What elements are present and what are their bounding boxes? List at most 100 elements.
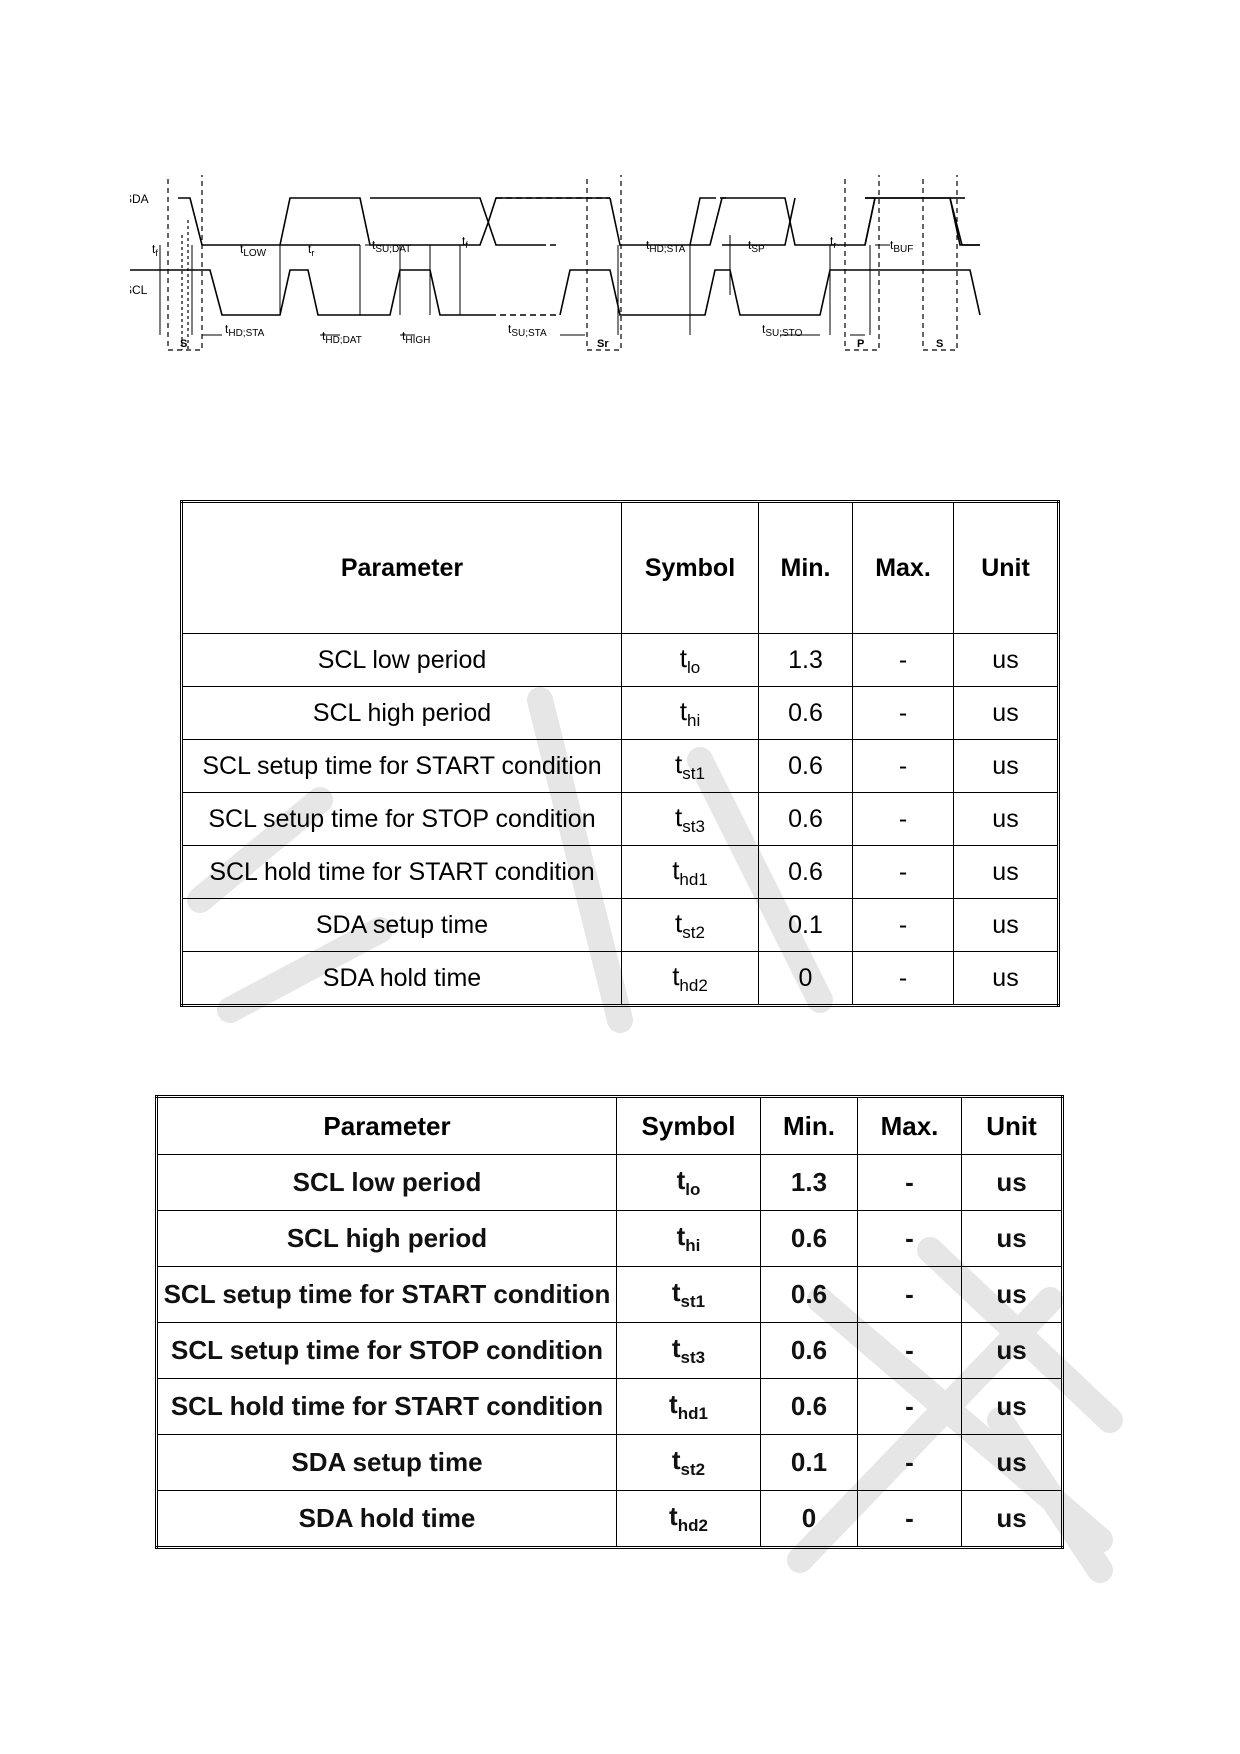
- min-cell: 0.6: [760, 1210, 858, 1267]
- symbol-cell: thd1: [616, 1378, 761, 1435]
- min-cell: 0.6: [760, 1266, 858, 1323]
- unit-cell: us: [953, 792, 1059, 846]
- timing-table-1: Parameter Symbol Min. Max. Unit SCL low …: [180, 500, 1060, 1007]
- symbol-subscript: lo: [687, 657, 701, 677]
- unit-cell: us: [961, 1322, 1063, 1379]
- symbol-subscript: st3: [680, 1348, 706, 1367]
- symbol-subscript: st3: [682, 816, 705, 836]
- min-cell: 0: [758, 951, 853, 1006]
- symbol-cell: thd1: [621, 845, 759, 899]
- header-symbol: Symbol: [616, 1096, 761, 1155]
- symbol-base: t: [675, 801, 683, 832]
- min-cell: 0.6: [758, 792, 853, 846]
- header-min: Min.: [758, 501, 853, 634]
- unit-cell: us: [953, 951, 1059, 1006]
- max-cell: -: [857, 1490, 962, 1548]
- parameter-cell: SCL hold time for START condition: [156, 1378, 617, 1435]
- svg-text:tf: tf: [462, 234, 468, 250]
- unit-cell: us: [961, 1210, 1063, 1267]
- max-cell: -: [852, 792, 954, 846]
- header-unit: Unit: [961, 1096, 1063, 1155]
- symbol-base: t: [672, 960, 680, 991]
- symbol-subscript: hd2: [679, 975, 708, 995]
- unit-cell: us: [953, 845, 1059, 899]
- max-cell: -: [852, 686, 954, 740]
- parameter-cell: SCL hold time for START condition: [181, 845, 622, 899]
- symbol-cell: thi: [616, 1210, 761, 1267]
- sda-label: SDA: [130, 192, 149, 206]
- min-cell: 0.6: [760, 1378, 858, 1435]
- header-parameter: Parameter: [181, 501, 622, 634]
- symbol-base: t: [672, 854, 680, 885]
- unit-cell: us: [961, 1490, 1063, 1548]
- header-symbol: Symbol: [621, 501, 759, 634]
- max-cell: -: [857, 1154, 962, 1211]
- svg-text:tBUF: tBUF: [890, 238, 913, 255]
- i2c-timing-diagram: SDA SCL tf tLOW tr tSU;DAT tf tHD;STA tH…: [130, 175, 1110, 405]
- symbol-base: t: [671, 1445, 681, 1475]
- max-cell: -: [852, 633, 954, 687]
- symbol-subscript: st1: [680, 1292, 706, 1311]
- min-cell: 0: [760, 1490, 858, 1548]
- parameter-cell: SCL setup time for STOP condition: [156, 1322, 617, 1379]
- max-cell: -: [857, 1210, 962, 1267]
- header-min: Min.: [760, 1096, 858, 1155]
- symbol-base: t: [671, 1333, 681, 1363]
- symbol-cell: tst3: [621, 792, 759, 846]
- symbol-subscript: hd1: [679, 869, 708, 889]
- max-cell: -: [857, 1434, 962, 1491]
- max-cell: -: [852, 898, 954, 952]
- symbol-cell: tst2: [616, 1434, 761, 1491]
- max-cell: -: [852, 739, 954, 793]
- max-cell: -: [852, 951, 954, 1006]
- symbol-cell: thd2: [616, 1490, 761, 1548]
- header-unit: Unit: [953, 501, 1059, 634]
- parameter-cell: SCL high period: [156, 1210, 617, 1267]
- svg-text:tSP: tSP: [748, 238, 765, 255]
- unit-cell: us: [961, 1434, 1063, 1491]
- scl-label: SCL: [130, 283, 148, 297]
- symbol-base: t: [679, 642, 687, 673]
- symbol-subscript: hi: [687, 710, 701, 730]
- min-cell: 0.6: [758, 739, 853, 793]
- unit-cell: us: [953, 739, 1059, 793]
- symbol-subscript: hd2: [677, 1516, 708, 1535]
- unit-cell: us: [953, 898, 1059, 952]
- svg-text:tSU;STA: tSU;STA: [508, 322, 547, 339]
- symbol-base: t: [675, 907, 683, 938]
- header-max: Max.: [857, 1096, 962, 1155]
- unit-cell: us: [961, 1266, 1063, 1323]
- unit-cell: us: [953, 633, 1059, 687]
- parameter-cell: SDA hold time: [156, 1490, 617, 1548]
- parameter-cell: SDA setup time: [181, 898, 622, 952]
- symbol-base: t: [671, 1277, 681, 1307]
- parameter-cell: SCL setup time for STOP condition: [181, 792, 622, 846]
- repeated-start-label: Sr: [597, 338, 609, 350]
- table-header-row: Parameter Symbol Min. Max. Unit: [156, 1096, 1063, 1155]
- start-condition-label-2: S: [936, 338, 943, 350]
- svg-text:tSU;DAT: tSU;DAT: [372, 238, 411, 255]
- symbol-cell: tst3: [616, 1322, 761, 1379]
- symbol-base: t: [676, 1165, 686, 1195]
- parameter-cell: SCL low period: [181, 633, 622, 687]
- min-cell: 0.6: [758, 686, 853, 740]
- symbol-base: t: [676, 1221, 686, 1251]
- svg-text:tr: tr: [830, 234, 836, 250]
- svg-text:tHD;STA: tHD;STA: [225, 322, 265, 339]
- symbol-subscript: st1: [682, 763, 705, 783]
- symbol-cell: thd2: [621, 951, 759, 1006]
- symbol-subscript: hd1: [677, 1404, 708, 1423]
- start-condition-label: S: [180, 338, 187, 350]
- svg-text:tSU;STO: tSU;STO: [762, 322, 803, 339]
- min-cell: 0.6: [758, 845, 853, 899]
- parameter-cell: SCL low period: [156, 1154, 617, 1211]
- max-cell: -: [857, 1322, 962, 1379]
- parameter-cell: SCL high period: [181, 686, 622, 740]
